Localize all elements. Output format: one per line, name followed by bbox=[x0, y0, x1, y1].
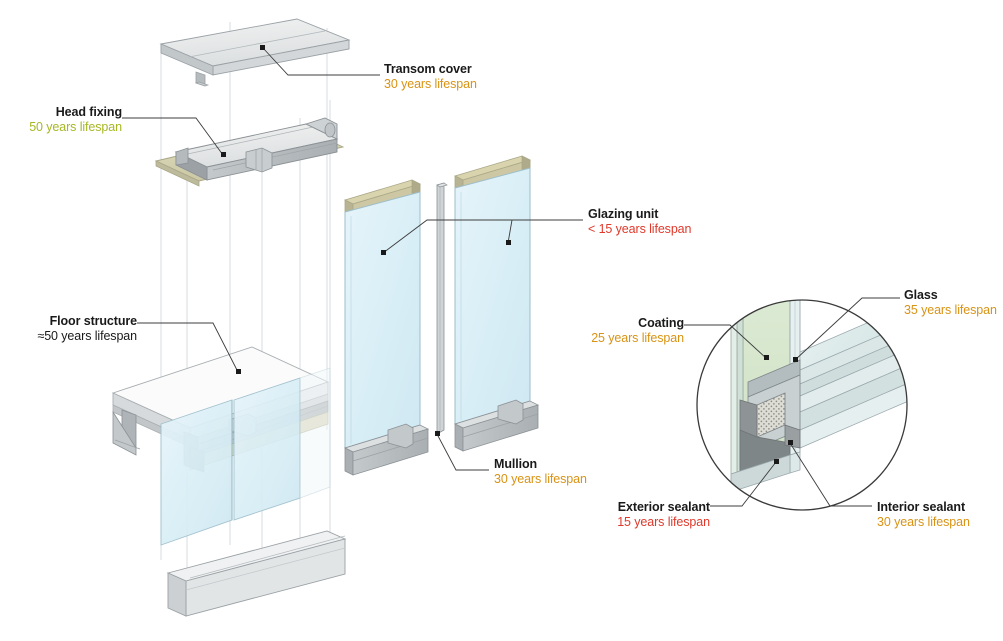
callout-exterior-sealant: Exterior sealant 15 years lifespan bbox=[600, 500, 710, 530]
dot-glazing-unit-right bbox=[506, 240, 511, 245]
callout-interior-sealant: Interior sealant 30 years lifespan bbox=[877, 500, 970, 530]
callout-mullion: Mullion 30 years lifespan bbox=[494, 457, 587, 487]
callout-glass-lifespan: 35 years lifespan bbox=[904, 302, 997, 317]
callout-glass-title: Glass bbox=[904, 288, 938, 302]
mullion-part bbox=[436, 182, 448, 435]
callout-interior-sealant-lifespan: 30 years lifespan bbox=[877, 514, 970, 529]
callout-mullion-lifespan: 30 years lifespan bbox=[494, 471, 587, 486]
glazing-unit-left-part bbox=[343, 179, 430, 476]
callout-transom-cover-lifespan: 30 years lifespan bbox=[384, 76, 477, 91]
callout-mullion-title: Mullion bbox=[494, 457, 538, 471]
transom-cover-part bbox=[159, 18, 351, 87]
leader-floor-structure bbox=[137, 322, 239, 373]
callout-interior-sealant-title: Interior sealant bbox=[877, 500, 966, 514]
callout-coating-lifespan: 25 years lifespan bbox=[591, 330, 684, 345]
leader-interior-sealant bbox=[789, 442, 872, 507]
callout-head-fixing-lifespan: 50 years lifespan bbox=[29, 119, 122, 134]
dot-interior-sealant bbox=[788, 440, 793, 445]
callout-glazing-unit-lifespan: < 15 years lifespan bbox=[588, 221, 692, 236]
callout-floor-structure: Floor structure ≈50 years lifespan bbox=[10, 314, 137, 344]
dot-glazing-unit-left bbox=[381, 250, 386, 255]
callout-head-fixing-title: Head fixing bbox=[55, 105, 122, 119]
dot-coating bbox=[764, 355, 769, 360]
leader-endpoint-dots bbox=[221, 45, 798, 464]
callout-transom-cover-title: Transom cover bbox=[384, 62, 472, 76]
glazing-unit-right-part bbox=[453, 155, 540, 452]
dot-mullion bbox=[435, 431, 440, 436]
dot-floor-structure bbox=[236, 369, 241, 374]
spandrel-glazing-part bbox=[160, 367, 331, 546]
dot-glass bbox=[793, 357, 798, 362]
leader-lines bbox=[122, 47, 900, 507]
leader-glazing-unit-left bbox=[382, 219, 512, 254]
head-fixing-part bbox=[154, 117, 345, 187]
leader-transom-cover bbox=[262, 47, 380, 76]
base-angle-part bbox=[166, 530, 347, 617]
callout-floor-structure-lifespan: ≈50 years lifespan bbox=[37, 328, 137, 343]
callout-coating-title: Coating bbox=[638, 316, 684, 330]
callout-glass: Glass 35 years lifespan bbox=[904, 288, 997, 318]
leader-coating bbox=[684, 324, 767, 359]
callout-head-fixing: Head fixing 50 years lifespan bbox=[12, 105, 122, 135]
callout-exterior-sealant-title: Exterior sealant bbox=[617, 500, 710, 514]
callout-glazing-unit: Glazing unit < 15 years lifespan bbox=[588, 207, 691, 237]
construction-guide-lines bbox=[160, 22, 331, 600]
callout-exterior-sealant-lifespan: 15 years lifespan bbox=[617, 514, 710, 529]
dot-exterior-sealant bbox=[774, 459, 779, 464]
dot-transom-cover bbox=[260, 45, 265, 50]
detail-circle-section bbox=[696, 299, 908, 511]
dot-head-fixing bbox=[221, 152, 226, 157]
leader-mullion bbox=[436, 433, 489, 471]
callout-transom-cover: Transom cover 30 years lifespan bbox=[384, 62, 477, 92]
leader-glass bbox=[794, 297, 900, 361]
callout-glazing-unit-title: Glazing unit bbox=[588, 207, 659, 221]
callout-coating: Coating 25 years lifespan bbox=[584, 316, 684, 346]
leader-exterior-sealant bbox=[710, 461, 777, 507]
callout-floor-structure-title: Floor structure bbox=[49, 314, 138, 328]
leader-head-fixing bbox=[122, 117, 224, 156]
